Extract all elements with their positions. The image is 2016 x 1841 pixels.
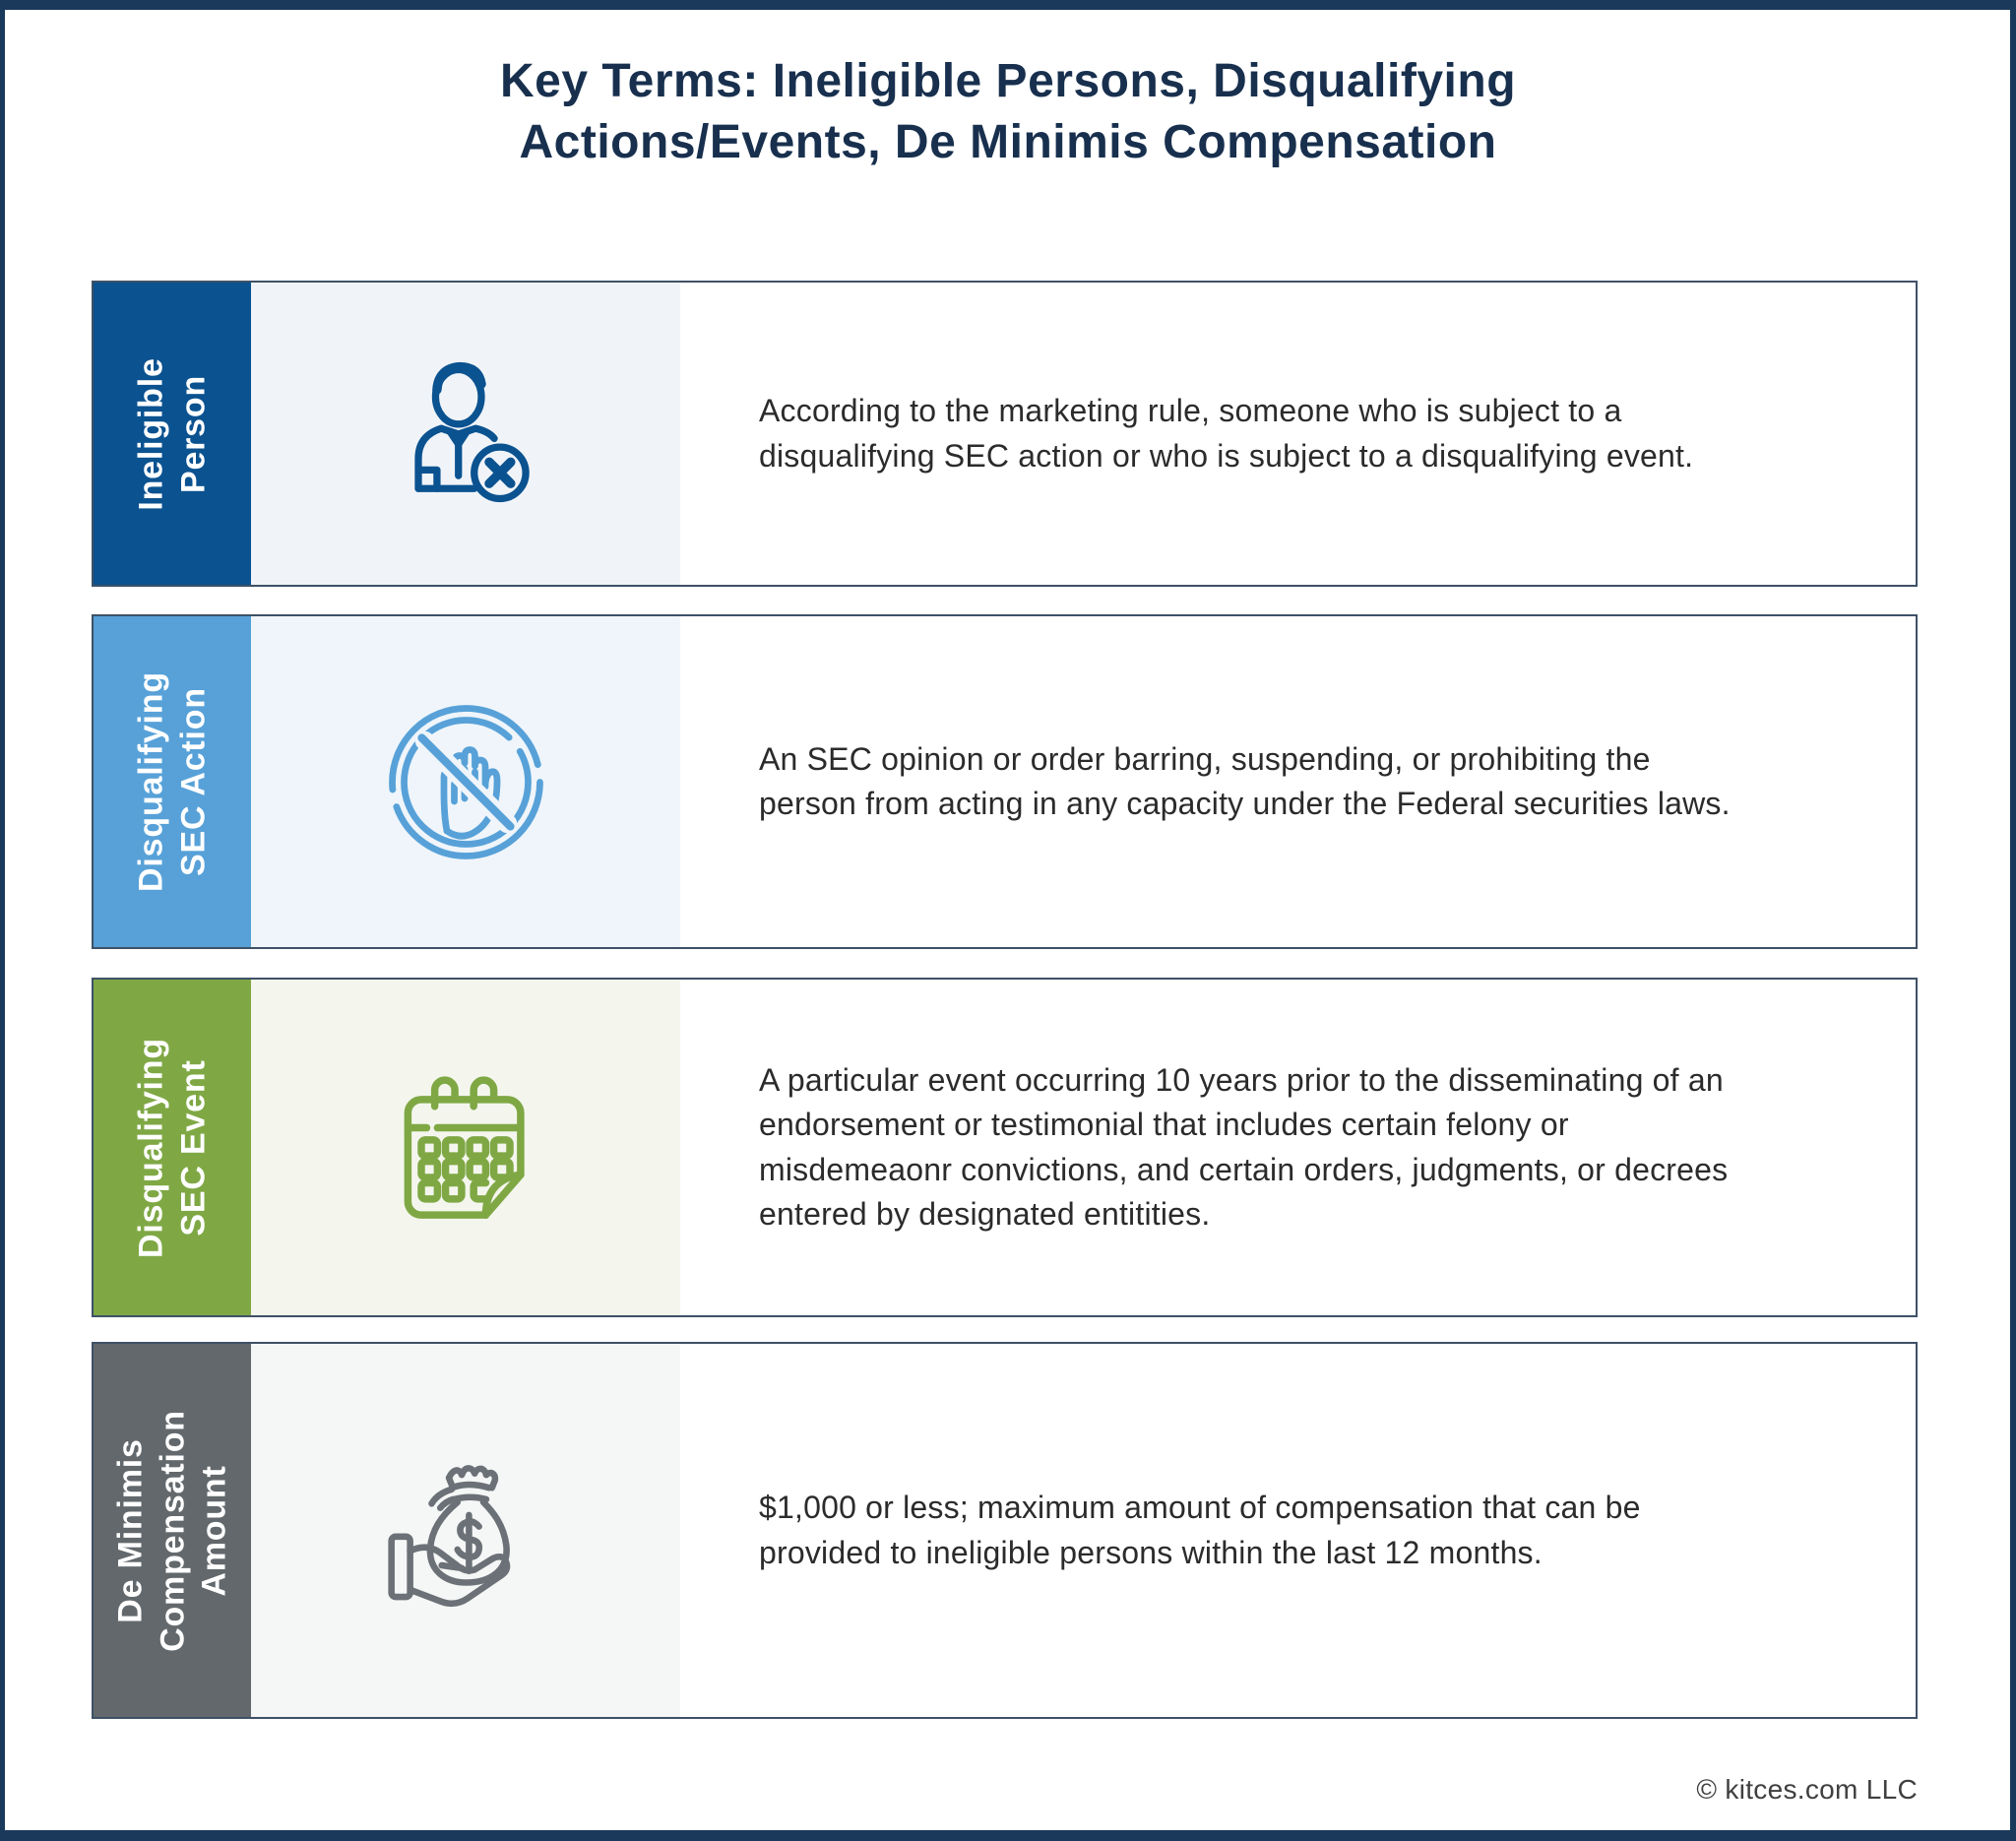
row-text-cell: A particular event occurring 10 years pr… (680, 980, 1916, 1315)
row-disqualifying-sec-action: Disqualifying SEC Action An SEC opinion … (92, 614, 1918, 949)
row-sidebar: Ineligible Person (94, 283, 251, 585)
no-hand-icon (388, 704, 543, 859)
row-icon-cell (251, 616, 680, 947)
row-sidebar: De Minimis Compensation Amount (94, 1344, 251, 1717)
page-title-line2: Actions/Events, De Minimis Compensation (519, 116, 1497, 169)
row-text-cell: $1,000 or less; maximum amount of compen… (680, 1344, 1916, 1717)
row-description: According to the marketing rule, someone… (759, 393, 1694, 474)
row-term-label: Disqualifying SEC Event (132, 1037, 213, 1258)
row-term-label: Disqualifying SEC Action (132, 671, 213, 892)
row-de-minimis-compensation: De Minimis Compensation Amount (92, 1342, 1918, 1719)
row-sidebar: Disqualifying SEC Action (94, 616, 251, 947)
row-icon-cell (251, 980, 680, 1315)
row-text-cell: According to the marketing rule, someone… (680, 283, 1916, 585)
row-sidebar: Disqualifying SEC Event (94, 980, 251, 1315)
money-bag-hand-icon (387, 1464, 510, 1607)
row-icon-cell (251, 283, 680, 585)
row-icon-cell (251, 1344, 680, 1717)
page-title: Key Terms: Ineligible Persons, Disqualif… (0, 51, 2016, 174)
copyright-notice: © kitces.com LLC (1696, 1774, 1918, 1805)
calendar-icon (404, 1075, 525, 1219)
row-description: A particular event occurring 10 years pr… (759, 1061, 1729, 1232)
row-text-cell: An SEC opinion or order barring, suspend… (680, 616, 1916, 947)
page-title-line1: Key Terms: Ineligible Persons, Disqualif… (499, 55, 1517, 107)
row-description: $1,000 or less; maximum amount of compen… (759, 1490, 1641, 1570)
row-ineligible-person: Ineligible Person According (92, 281, 1918, 587)
row-description: An SEC opinion or order barring, suspend… (759, 740, 1731, 821)
person-x-icon (414, 361, 530, 502)
row-disqualifying-sec-event: Disqualifying SEC Event (92, 978, 1918, 1317)
row-term-label: De Minimis Compensation Amount (111, 1409, 233, 1652)
row-term-label: Ineligible Person (132, 356, 213, 511)
